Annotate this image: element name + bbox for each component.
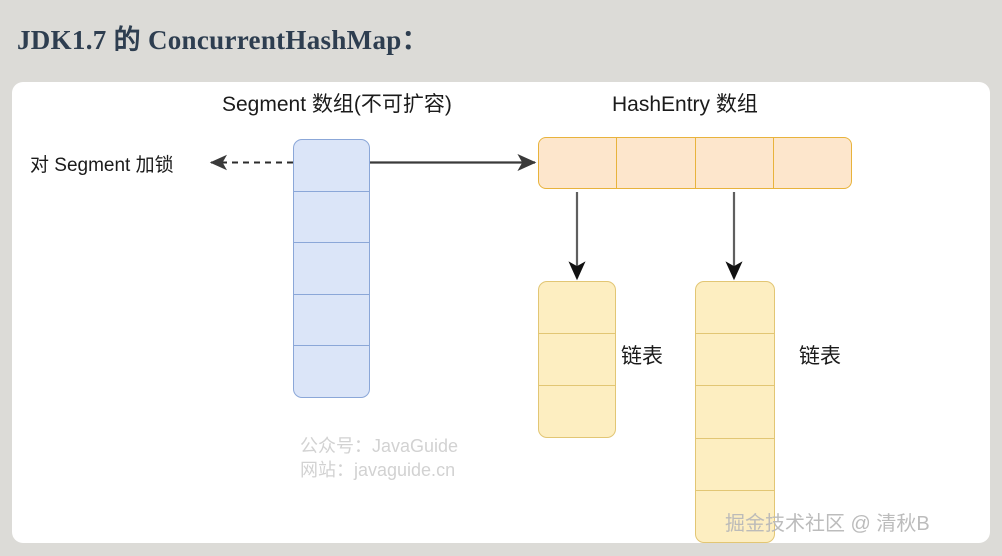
hashentry-array-cell[interactable]	[696, 138, 774, 188]
hashentry-array-cell[interactable]	[774, 138, 851, 188]
linked-list-node[interactable]	[539, 386, 615, 437]
segment-array-cell[interactable]	[294, 140, 369, 192]
segment-lock-label: 对 Segment 加锁	[30, 155, 174, 176]
attribution-line-1: 公众号：JavaGuide	[300, 436, 459, 456]
segment-array[interactable]	[293, 139, 370, 398]
linked-list-2[interactable]	[695, 281, 775, 543]
linked-list-node[interactable]	[696, 334, 774, 387]
hashentry-array-cell[interactable]	[539, 138, 618, 188]
hashentry-array-cell[interactable]	[617, 138, 696, 188]
segment-array-cell[interactable]	[294, 243, 369, 295]
segment-array-cell[interactable]	[294, 192, 369, 244]
linked-list-node[interactable]	[696, 386, 774, 439]
watermark-text: 掘金技术社区 @ 清秋B	[725, 513, 930, 535]
diagram-card: Segment 数组(不可扩容) HashEntry 数组 对 Segment …	[12, 82, 990, 543]
page-title: JDK1.7 的 ConcurrentHashMap：	[17, 25, 429, 55]
linked-list-node[interactable]	[696, 439, 774, 491]
segment-array-cell[interactable]	[294, 295, 369, 347]
segment-array-label: Segment 数组(不可扩容)	[222, 93, 452, 116]
attribution-line-2: 网站：javaguide.cn	[300, 460, 456, 480]
hashentry-array-label: HashEntry 数组	[612, 93, 758, 116]
linked-list-2-label: 链表	[799, 345, 841, 368]
attribution-block: 公众号：JavaGuide 网站：javaguide.cn	[300, 434, 458, 482]
segment-array-cell[interactable]	[294, 346, 369, 397]
linked-list-1[interactable]	[538, 281, 616, 438]
diagram-canvas: Segment 数组(不可扩容) HashEntry 数组 对 Segment …	[12, 82, 990, 543]
linked-list-node[interactable]	[539, 334, 615, 386]
linked-list-node[interactable]	[696, 282, 774, 335]
hashentry-array[interactable]	[538, 137, 852, 189]
linked-list-node[interactable]	[539, 282, 615, 334]
linked-list-1-label: 链表	[621, 345, 663, 368]
